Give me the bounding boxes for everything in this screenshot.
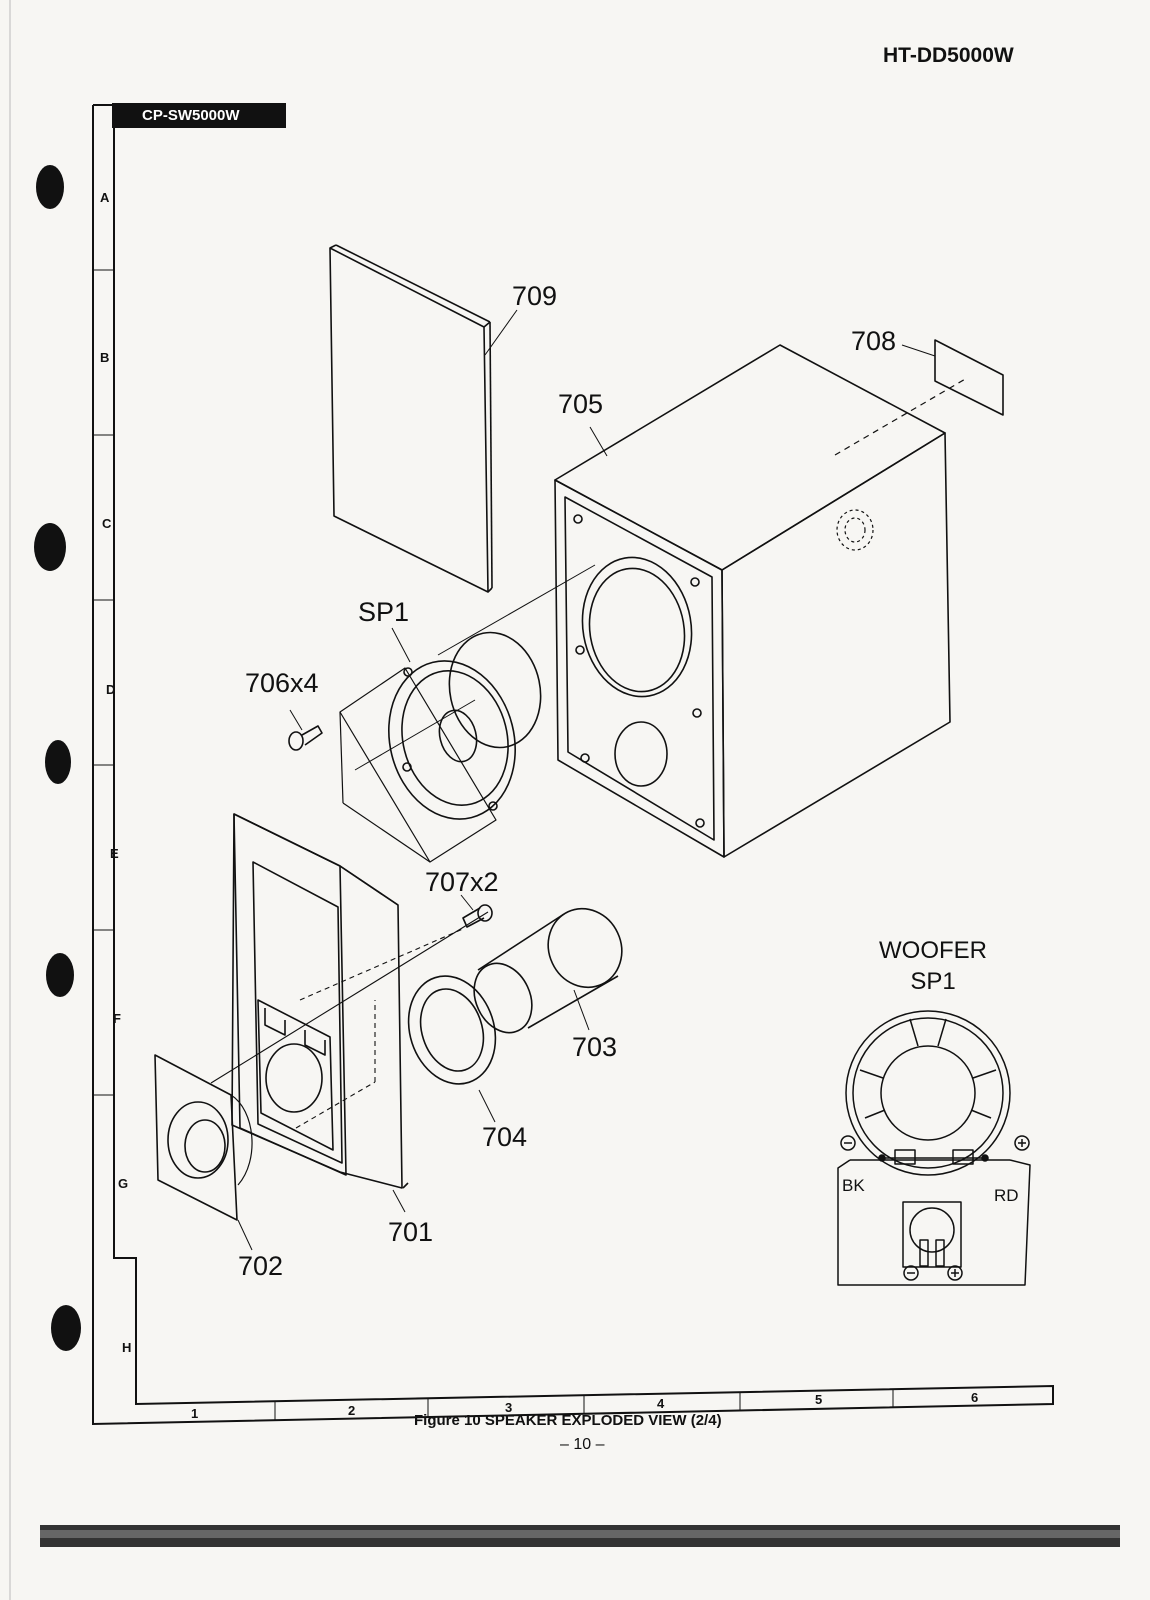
row-label: H bbox=[122, 1340, 132, 1355]
grid-frame bbox=[92, 104, 1054, 1426]
callout-704: 704 bbox=[482, 1122, 528, 1152]
callout-701: 701 bbox=[388, 1217, 434, 1247]
figure-caption: Figure 10 SPEAKER EXPLODED VIEW (2/4) bbox=[414, 1412, 722, 1429]
screw-707 bbox=[460, 894, 493, 928]
callout-702: 702 bbox=[238, 1251, 284, 1281]
ring-704 bbox=[407, 975, 497, 1123]
callout-705: 705 bbox=[558, 389, 604, 419]
row-label: E bbox=[110, 846, 119, 861]
row-label: G bbox=[118, 1176, 129, 1191]
woofer-subtitle-text: SP1 bbox=[910, 968, 956, 995]
callout-703: 703 bbox=[572, 1032, 618, 1062]
row-label: F bbox=[113, 1011, 121, 1026]
binder-holes bbox=[34, 165, 81, 1351]
woofer-title: WOOFER SP1 bbox=[868, 935, 998, 997]
callout-706: 706x4 bbox=[245, 668, 319, 698]
row-label: D bbox=[106, 682, 116, 697]
col-label: 3 bbox=[505, 1400, 513, 1415]
woofer-title-text: WOOFER bbox=[879, 937, 987, 964]
col-label: 5 bbox=[815, 1392, 823, 1407]
callout-707: 707x2 bbox=[425, 867, 499, 897]
col-label: 2 bbox=[348, 1403, 356, 1418]
callout-708: 708 bbox=[851, 326, 897, 356]
cabinet-705 bbox=[554, 344, 951, 858]
figure-tab: CP-SW5000W bbox=[112, 103, 286, 128]
model-number: HT-DD5000W bbox=[883, 44, 1014, 67]
col-label: 6 bbox=[971, 1390, 979, 1405]
wire-bk-label: BK bbox=[842, 1176, 865, 1195]
woofer-inset bbox=[837, 1010, 1031, 1286]
panel-709 bbox=[329, 244, 493, 593]
woofer-sp1-drawing bbox=[339, 564, 596, 863]
col-label: 1 bbox=[191, 1406, 199, 1421]
callout-709: 709 bbox=[512, 281, 558, 311]
row-label: C bbox=[102, 516, 112, 531]
wire-rd-label: RD bbox=[994, 1186, 1019, 1205]
page-number: – 10 – bbox=[560, 1436, 605, 1453]
tube-703 bbox=[473, 907, 623, 1034]
row-label: A bbox=[100, 190, 110, 205]
screw-706 bbox=[288, 709, 323, 751]
baffle-701 bbox=[231, 813, 409, 1189]
label-708 bbox=[834, 339, 1004, 456]
row-label: B bbox=[100, 350, 110, 365]
col-label: 4 bbox=[657, 1396, 665, 1411]
grille-702 bbox=[154, 1054, 253, 1221]
callout-sp1: SP1 bbox=[358, 597, 410, 627]
